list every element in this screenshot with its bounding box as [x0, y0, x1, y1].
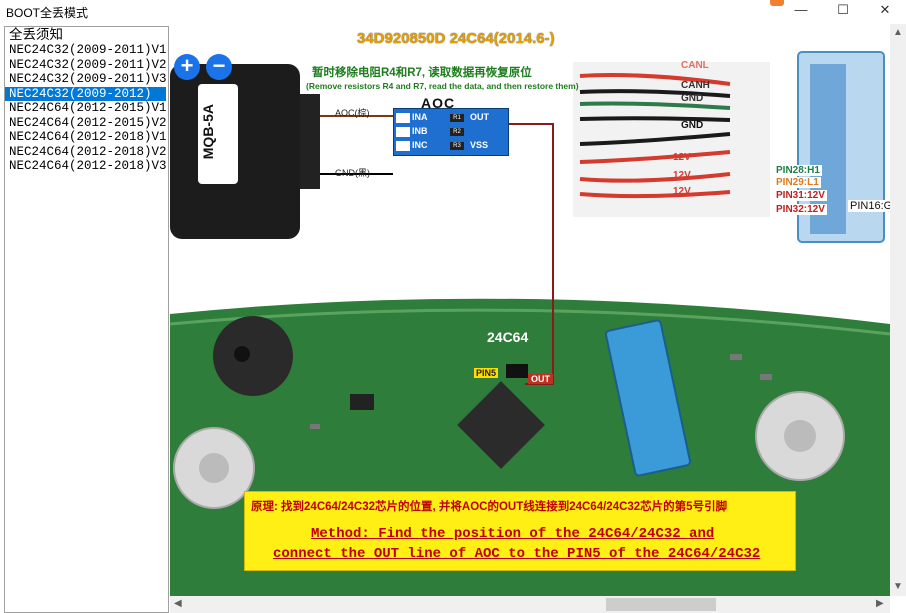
- list-item[interactable]: 全丢须知: [9, 27, 63, 43]
- cable-label: GND: [681, 120, 704, 131]
- out-wire: [492, 123, 554, 385]
- instruction-note: 原理: 找到24C64/24C32芯片的位置, 并将AOC的OUT线连接到24C…: [244, 491, 796, 571]
- out-label: OUT: [528, 374, 553, 384]
- pin-tag: PIN29:L1: [774, 177, 821, 188]
- aoc-pin-ina: INA: [412, 112, 428, 122]
- list-item[interactable]: NEC24C64(2012-2018)V2: [9, 144, 167, 159]
- list-item-selected[interactable]: NEC24C32(2009-2012): [5, 86, 166, 101]
- wire-label-gnd: GND(黑): [335, 168, 370, 178]
- cable-label: CANL: [681, 60, 709, 71]
- wiring-diagram-image: + − MQB-5A 34D920850D 24C64(2014.6-) 暂时移…: [170, 24, 890, 596]
- pin5-label: PIN5: [474, 368, 499, 378]
- warning-cn: 暂时移除电阻R4和R7, 读取数据再恢复原位: [312, 67, 532, 79]
- wire-label-aoc: AOC(棕): [335, 108, 370, 118]
- cable-label: 12V: [673, 186, 691, 197]
- cable-label: GND: [681, 93, 704, 104]
- zoom-out-button[interactable]: −: [206, 54, 232, 80]
- cable-label: 12V: [673, 170, 691, 181]
- list-item[interactable]: NEC24C32(2009-2011)V3: [9, 72, 167, 86]
- aoc-title: AOC: [421, 95, 456, 111]
- zoom-in-button[interactable]: +: [174, 54, 200, 80]
- warning-en: (Remove resistors R4 and R7, read the da…: [306, 81, 579, 91]
- scroll-right-icon[interactable]: ▶: [876, 598, 884, 609]
- diagram-title: 34D920850D 24C64(2014.6-): [357, 30, 555, 47]
- model-list[interactable]: 全丢须知 NEC24C32(2009-2011)V1 NEC24C32(2009…: [4, 26, 169, 613]
- resistor-r1: R1: [450, 114, 464, 122]
- scroll-down-icon[interactable]: ▼: [893, 581, 903, 592]
- note-cn: 原理: 找到24C64/24C32芯片的位置, 并将AOC的OUT线连接到24C…: [251, 501, 728, 513]
- scroll-left-icon[interactable]: ◀: [174, 598, 182, 609]
- minimize-button[interactable]: —: [794, 2, 808, 17]
- resistor-r2: R2: [450, 128, 464, 136]
- list-item[interactable]: NEC24C64(2012-2018)V1: [9, 130, 167, 144]
- vertical-scrollbar[interactable]: ▲ ▼: [890, 24, 906, 596]
- maximize-button[interactable]: ☐: [837, 2, 849, 17]
- window-title: BOOT全丢模式: [6, 6, 89, 20]
- aoc-pin-vss: VSS: [470, 140, 489, 150]
- buzzer: [213, 316, 293, 396]
- list-item[interactable]: NEC24C32(2009-2011)V1: [9, 43, 167, 57]
- title-bar: BOOT全丢模式 — ☐ ✕: [0, 0, 906, 24]
- list-item[interactable]: NEC24C64(2012-2015)V1: [9, 101, 167, 115]
- horizontal-scroll-thumb[interactable]: [606, 598, 716, 611]
- aoc-pin-inb: INB: [412, 126, 428, 136]
- pin-tag: PIN28:H1: [774, 165, 822, 176]
- pin-tag: PIN31:12V: [774, 190, 827, 201]
- mcu-chip: [457, 381, 545, 469]
- cable-label: 12V: [673, 152, 691, 163]
- eeprom-chip: [506, 364, 528, 378]
- horizontal-scrollbar[interactable]: ◀ ▶: [170, 596, 890, 613]
- close-button[interactable]: ✕: [879, 2, 891, 17]
- programmer-label: MQB-5A: [200, 104, 216, 160]
- pin16-label: PIN16:G: [848, 200, 890, 212]
- list-item[interactable]: NEC24C64(2012-2015)V2: [9, 115, 167, 130]
- aoc-pin-out: OUT: [470, 112, 489, 122]
- pcb-connector: [604, 319, 692, 477]
- note-en-line1: Method: Find the position of the 24C64/2…: [311, 526, 715, 542]
- list-item[interactable]: NEC24C64(2012-2018)V3: [9, 159, 167, 173]
- pin-tag: PIN32:12V: [774, 204, 827, 215]
- note-en-line2: connect the OUT line of AOC to the PIN5 …: [273, 546, 761, 562]
- cable-label: CANH: [681, 80, 710, 91]
- scroll-up-icon[interactable]: ▲: [893, 27, 903, 38]
- list-item[interactable]: NEC24C32(2009-2011)V2: [9, 57, 167, 72]
- eeprom-label: 24C64: [487, 329, 529, 345]
- aoc-pin-inc: INC: [412, 140, 428, 150]
- aoc-chip: INA INB INC R1 R2 R3 OUT VSS: [393, 108, 509, 156]
- app-badge-icon: [770, 0, 784, 6]
- resistor-r3: R3: [450, 142, 464, 150]
